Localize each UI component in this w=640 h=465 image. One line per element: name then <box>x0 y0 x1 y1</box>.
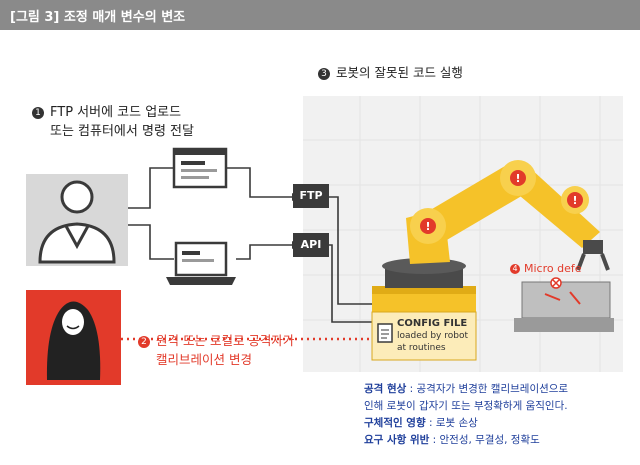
impact-text: : 로봇 손상 <box>425 417 478 429</box>
step3-number: 3 <box>318 68 330 80</box>
step1-text: 1 FTP 서버에 코드 업로드 또는 컴퓨터에서 명령 전달 <box>32 103 194 141</box>
user-icon <box>26 174 128 266</box>
requirement-text: : 안전성, 무결성, 정확도 <box>429 434 540 446</box>
svg-text:!: ! <box>515 172 520 185</box>
workpiece <box>514 277 614 332</box>
step3-label: 로봇의 잘못된 코드 실행 <box>336 65 463 80</box>
title-bar: [그림 3] 조정 매개 변수의 변조 <box>0 0 640 30</box>
step2-number: 2 <box>138 336 150 348</box>
api-box <box>293 233 329 257</box>
requirement-label: 요구 사항 위반 <box>364 434 430 446</box>
step1-line1: FTP 서버에 코드 업로드 <box>50 105 182 120</box>
svg-text:!: ! <box>572 194 577 207</box>
laptop-icon <box>166 241 236 285</box>
config-line3: at routines <box>397 343 446 353</box>
step4-label: Micro defe <box>524 262 582 275</box>
api-label: API <box>300 238 322 251</box>
step1-line2: 또는 컴퓨터에서 명령 전달 <box>50 124 194 139</box>
step4-number: 4 <box>510 264 520 274</box>
svg-text:!: ! <box>425 220 430 233</box>
step4-text: 4 Micro defe <box>510 262 582 275</box>
attacker-icon <box>26 290 121 385</box>
ftp-label: FTP <box>299 189 323 202</box>
step2-line2: 캘리브레이션 변경 <box>156 352 252 367</box>
attack-text-2: 인해 로봇이 갑자기 또는 부정확하게 움직인다. <box>364 400 568 412</box>
attack-label: 공격 현상 <box>364 383 407 395</box>
figure-title: [그림 3] 조정 매개 변수의 변조 <box>10 10 186 25</box>
config-file-label: CONFIG FILE loaded by robot at routines <box>397 318 468 354</box>
ftp-box <box>293 184 329 208</box>
impact-label: 구체적인 영향 <box>364 417 426 429</box>
step1-number: 1 <box>32 107 44 119</box>
attack-text: : 공격자가 변경한 캘리브레이션으로 <box>406 383 569 395</box>
step2-text: 2 원격 또는 로컬로 공격자가 캘리브레이션 변경 <box>138 331 294 369</box>
config-line2: loaded by robot <box>397 331 469 341</box>
server-window-icon <box>172 147 228 189</box>
step2-line1: 원격 또는 로컬로 공격자가 <box>156 333 295 348</box>
document-icon <box>371 311 477 361</box>
summary-block: 공격 현상 : 공격자가 변경한 캘리브레이션으로 인해 로봇이 갑자기 또는 … <box>364 381 568 449</box>
config-line1: CONFIG FILE <box>397 318 468 329</box>
step3-text: 3 로봇의 잘못된 코드 실행 <box>318 62 463 81</box>
warning-icon: ! ! ! <box>420 170 583 234</box>
